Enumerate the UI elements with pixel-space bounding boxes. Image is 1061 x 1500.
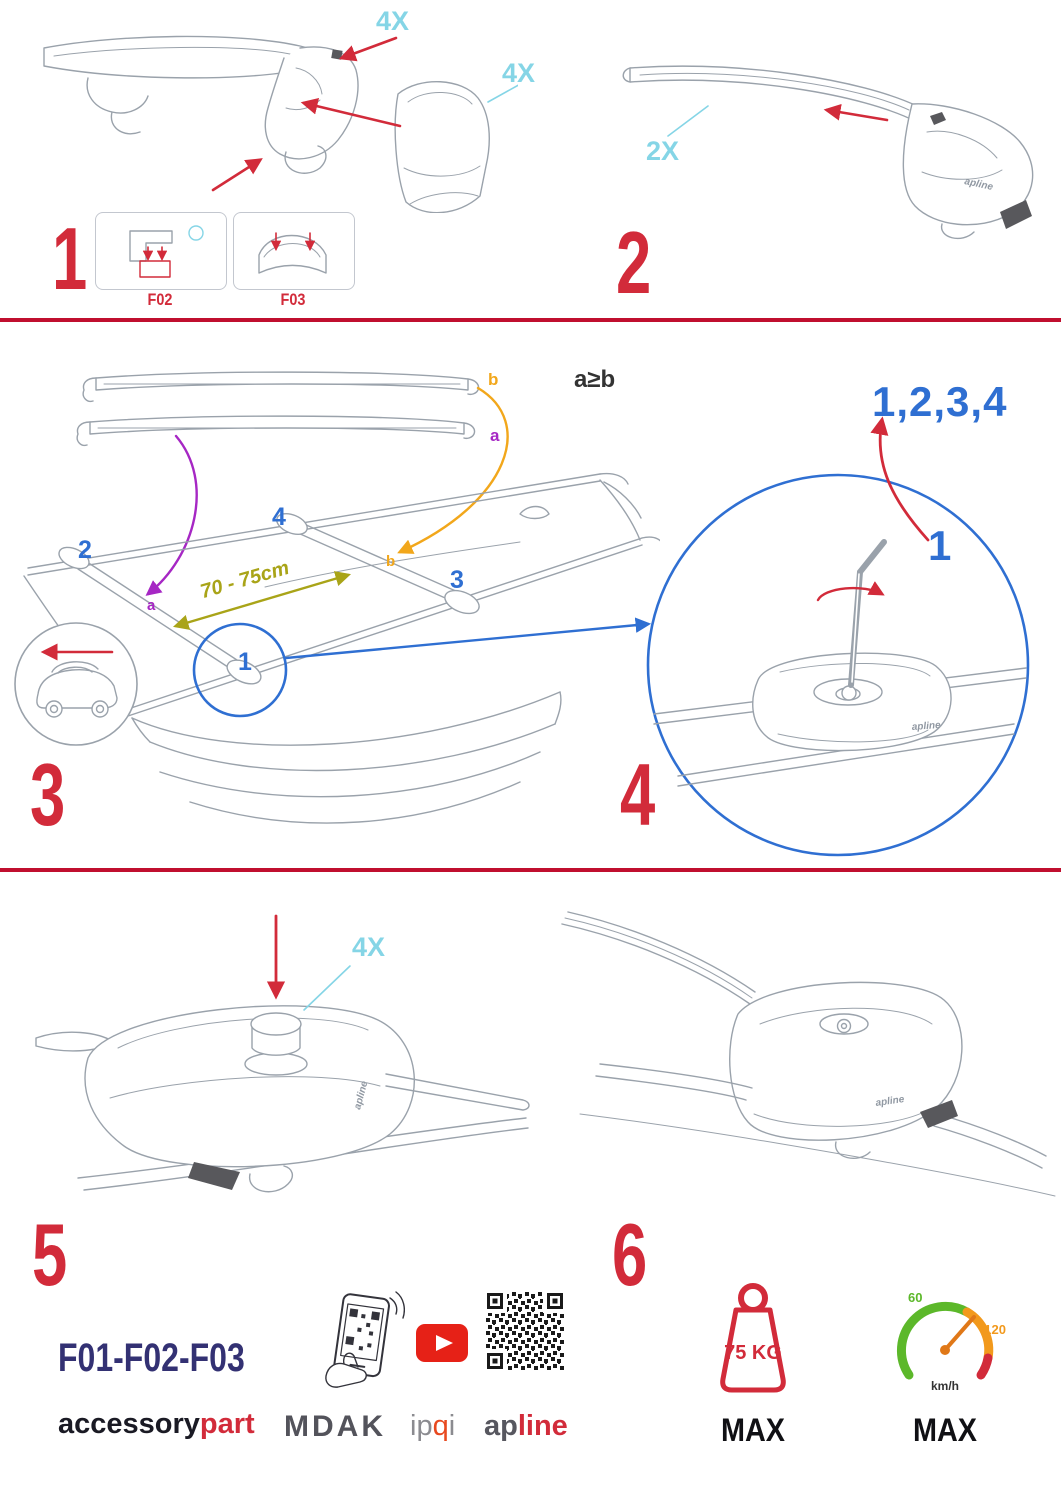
tighten-order-1: 1	[238, 648, 252, 676]
formula-a: a	[574, 366, 588, 393]
brand-ipqi: ipqi	[410, 1410, 455, 1443]
gauge-needle	[943, 1315, 976, 1352]
roof-position-b: b	[386, 553, 396, 570]
focus-circle	[192, 622, 288, 718]
foot-zoom-drawing: apline	[653, 652, 1027, 787]
step5-qty-label: 4X	[352, 932, 386, 962]
qr-code-icon	[486, 1292, 564, 1370]
part-f03-mini-drawing	[258, 232, 327, 274]
bar-a-label: a	[490, 426, 500, 445]
bar-b-label: b	[488, 370, 499, 389]
brand-mdak: MDAK	[284, 1410, 386, 1443]
formula-operator: ≥	[587, 366, 601, 393]
max-weight-icon: 75 KG	[720, 1283, 786, 1393]
step6-finished-drawing: apline	[561, 911, 1056, 1197]
rubber-pad-icon	[930, 112, 946, 125]
brand-ip-text: ip	[410, 1410, 433, 1442]
brand-i-text: i	[448, 1410, 456, 1442]
phone-scan-icon	[325, 1291, 405, 1388]
tighten-sequence-label: 1,2,3,4	[872, 378, 1008, 425]
brand-accessory-text: accessory	[58, 1408, 200, 1440]
crossbar-b-drawing	[82, 371, 480, 403]
foot-with-cap-drawing: apline	[35, 1005, 530, 1193]
step1-crossbar-cover-drawing	[43, 35, 518, 213]
zoom-pointer-arrow	[284, 617, 652, 660]
brand-q-text: q	[432, 1410, 449, 1442]
step2-qty-label: 2X	[646, 136, 680, 166]
badge-circle-icon	[188, 225, 204, 241]
part-f02-box	[95, 212, 227, 290]
sequence-arrow	[870, 416, 930, 542]
step2-number: 2	[616, 213, 651, 312]
brand-apline: apline	[484, 1410, 568, 1443]
speedometer-icon: 60 120 km/h	[896, 1290, 1006, 1393]
insert-arrow	[823, 103, 889, 122]
step4-tightening-zoom-drawing: apline	[646, 416, 1030, 857]
allen-key-icon	[848, 539, 887, 688]
antenna-fin-icon	[519, 505, 550, 520]
speed-min-text: 60	[908, 1290, 922, 1305]
bar-b-position-arrow	[397, 386, 509, 554]
roof-position-a: a	[147, 597, 156, 614]
speed-max-text: 120	[984, 1322, 1006, 1337]
bar-distance-arrow	[173, 571, 351, 630]
speed-unit-text: km/h	[931, 1379, 959, 1393]
assembly-arrows	[211, 36, 518, 192]
weight-value-text: 75 KG	[724, 1342, 782, 1364]
part-f03-box	[233, 212, 355, 290]
car-roof-drawing	[23, 472, 660, 824]
brand-ap-text: ap	[484, 1410, 518, 1442]
part-f02-label: F02	[147, 290, 173, 309]
tighten-order-2: 2	[78, 536, 92, 564]
finished-foot-drawing: apline	[561, 911, 1056, 1197]
foot-brand-text: apline	[875, 1094, 906, 1109]
crossbar-drawing	[622, 65, 918, 123]
qty-leader-line	[303, 965, 351, 1011]
model-codes: F01-F02-F03	[58, 1336, 245, 1380]
step1-number: 1	[52, 209, 87, 308]
step6-number: 6	[612, 1205, 647, 1304]
step1-qty-b-label: 4X	[502, 58, 536, 88]
rubber-cover-drawing	[394, 81, 490, 213]
car-direction-inset	[14, 622, 138, 746]
qty-leader-line	[667, 105, 709, 137]
bar-a-position-arrow	[145, 434, 198, 596]
section-divider	[0, 868, 1061, 872]
foot-drawing: apline	[902, 103, 1034, 240]
rubber-pad-icon	[920, 1100, 958, 1128]
section-divider	[0, 318, 1061, 322]
youtube-icon	[416, 1324, 468, 1362]
tighten-order-4: 4	[272, 503, 286, 531]
step3-number: 3	[30, 745, 65, 844]
brand-part-text: part	[199, 1408, 255, 1440]
zoom-circle	[646, 473, 1030, 857]
formula-b: b	[600, 366, 616, 393]
rubber-pad-icon	[188, 1162, 240, 1190]
sequence-start-label: 1	[928, 522, 953, 569]
mounted-front-bar	[58, 546, 262, 685]
rotation-arrow	[816, 581, 885, 602]
crossbar-a-drawing	[76, 415, 476, 447]
step1-qty-a-label: 4X	[376, 6, 410, 36]
step5-cap-drawing: apline	[35, 914, 530, 1193]
foot-brand-text: apline	[911, 720, 941, 733]
tighten-order-3: 3	[450, 566, 464, 594]
qr-finder-patterns	[486, 1292, 564, 1370]
part-f02-mini-drawing	[129, 225, 204, 278]
step4-number: 4	[620, 745, 655, 844]
brand-accessorypart: accessorypart	[58, 1408, 255, 1441]
brand-line-text: line	[517, 1410, 568, 1442]
weight-max-label: MAX	[720, 1412, 785, 1448]
part-f03-label: F03	[280, 290, 306, 309]
step3-roof-layout-drawing	[14, 371, 660, 824]
mounted-rear-bar	[276, 513, 480, 615]
step5-number: 5	[32, 1205, 67, 1304]
step2-bar-foot-drawing: apline	[622, 65, 1034, 240]
length-rule-formula: a≥b	[574, 366, 615, 394]
speed-max-label: MAX	[912, 1412, 977, 1448]
rubber-pad-icon	[1000, 200, 1032, 229]
